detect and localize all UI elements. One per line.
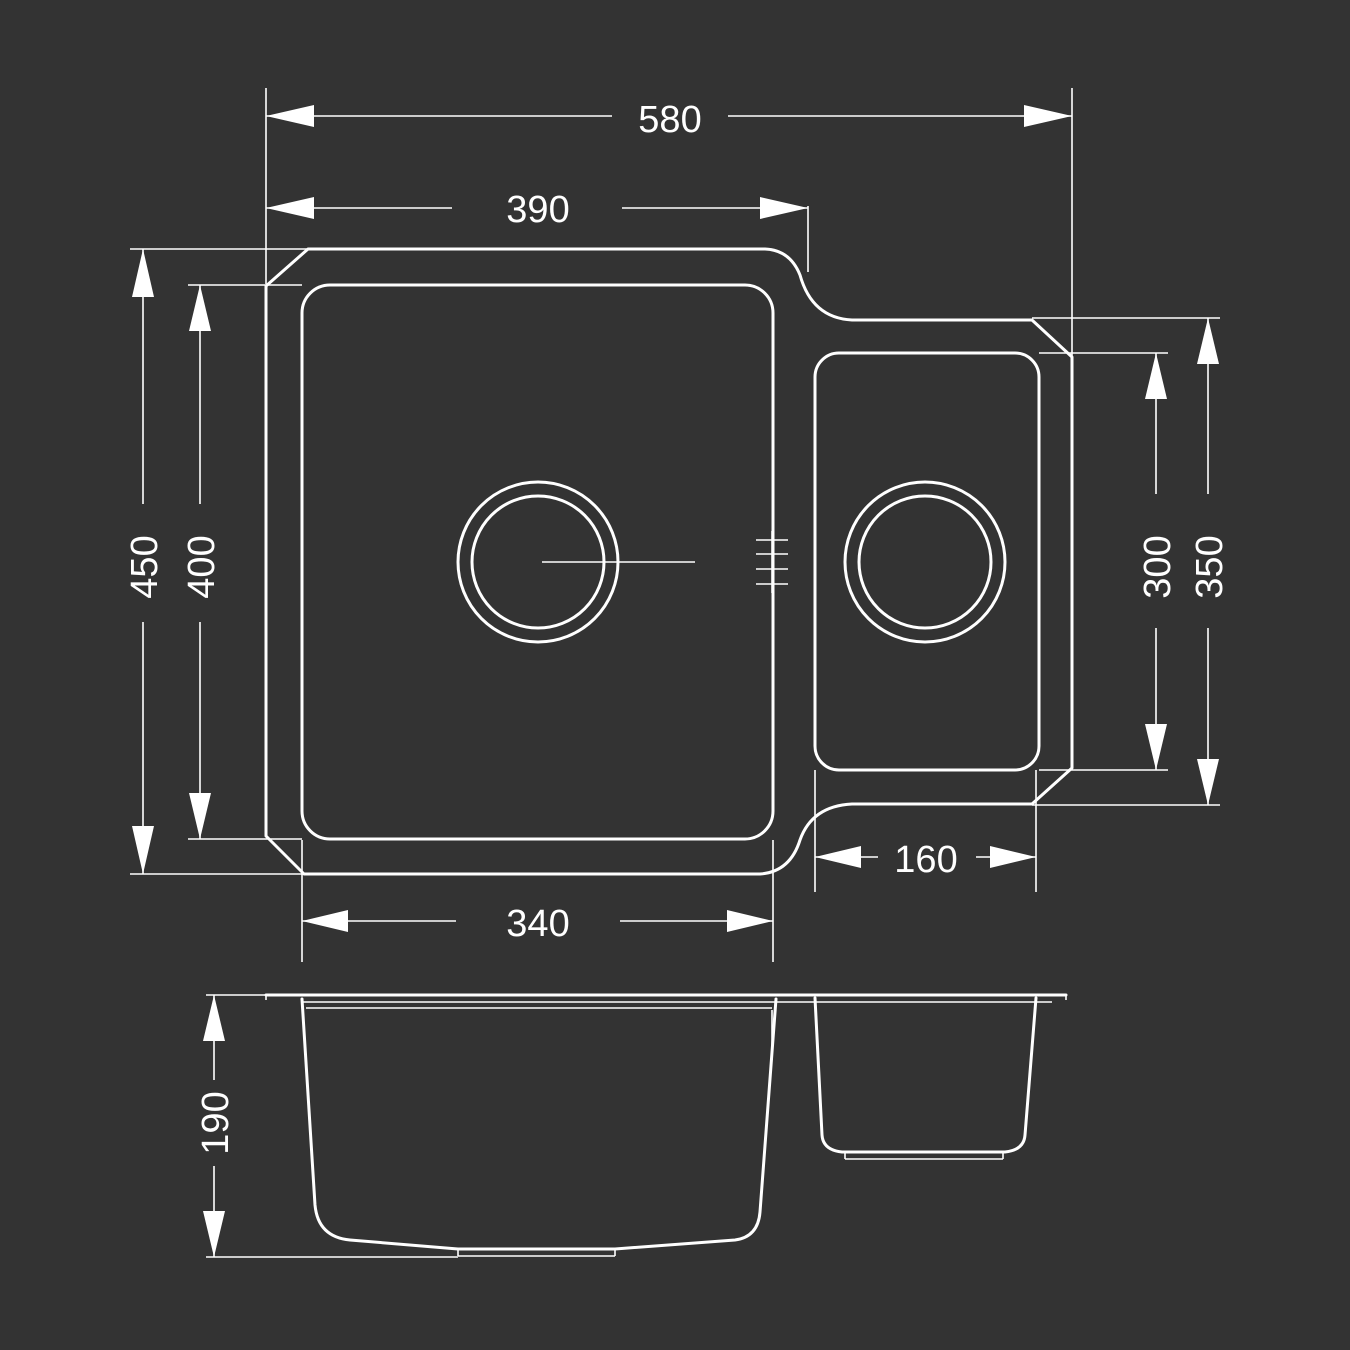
dimension-label-580: 580: [638, 99, 701, 141]
main-bowl: [300, 283, 775, 841]
side-view: [264, 993, 1068, 1257]
dimension-450: 450: [124, 248, 308, 875]
small-bowl: [813, 351, 1041, 772]
dimension-160: 160: [814, 770, 1037, 892]
dimension-580: 580: [265, 88, 1073, 358]
dimensions: 580 390 340 160: [124, 88, 1231, 1258]
small-bowl-profile: [813, 996, 1038, 1154]
dimension-label-390: 390: [506, 189, 569, 231]
small-drain-outer: [843, 480, 1007, 644]
dimension-label-340: 340: [506, 903, 569, 945]
dimension-340: 340: [301, 840, 774, 962]
dimension-350: 350: [1032, 317, 1231, 806]
dimension-190: 190: [195, 994, 458, 1258]
dimension-400: 400: [181, 284, 302, 840]
dimension-label-190: 190: [195, 1091, 237, 1154]
dimension-label-300: 300: [1137, 535, 1179, 598]
sink-outer-outline: [264, 247, 1074, 876]
plan-view: [264, 247, 1074, 876]
main-bowl-profile: [300, 997, 778, 1251]
small-drain-inner: [857, 494, 993, 630]
dimension-300: 300: [1039, 352, 1179, 771]
dimension-label-160: 160: [894, 839, 957, 881]
overflow-slots: [756, 531, 788, 593]
dimension-label-400: 400: [181, 535, 223, 598]
dimension-label-450: 450: [124, 535, 166, 598]
dimension-390: 390: [266, 189, 809, 272]
dimension-label-350: 350: [1189, 535, 1231, 598]
